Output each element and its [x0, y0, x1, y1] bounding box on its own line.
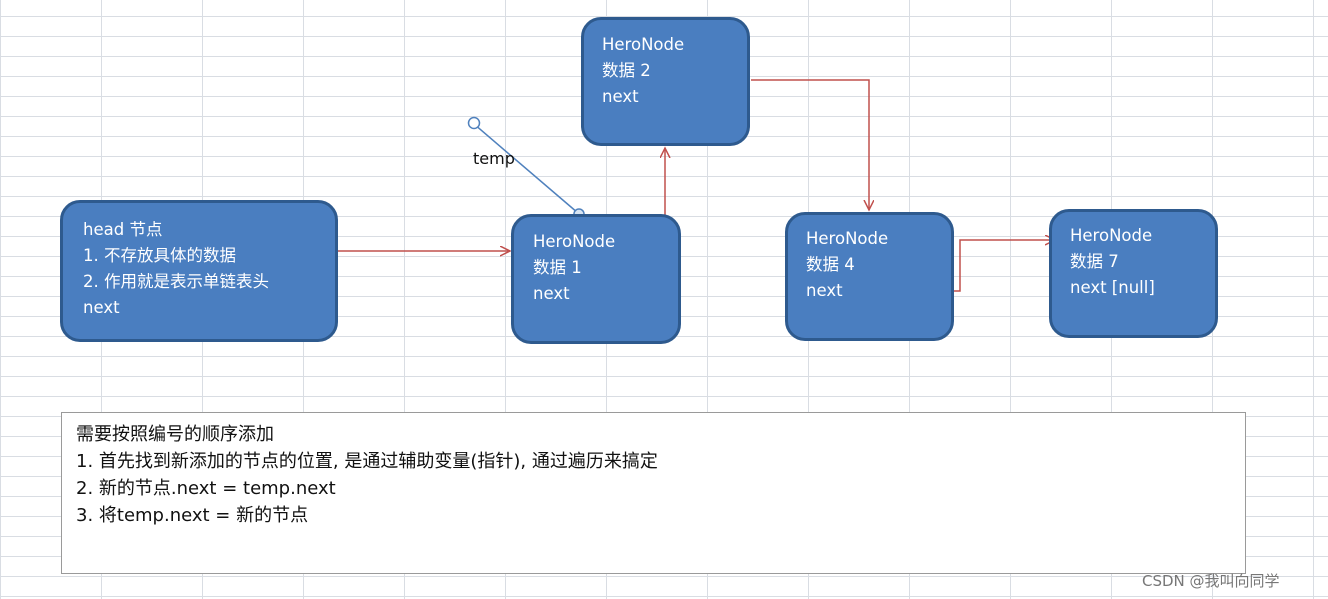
hero-node-4-next: next: [806, 281, 843, 300]
csdn-watermark: CSDN @我叫向同学: [1142, 572, 1280, 590]
hero-node-1-data: 数据 1: [533, 258, 582, 277]
hero-node-1-next: next: [533, 284, 570, 303]
hero-node-1-type: HeroNode: [533, 232, 616, 251]
head-node-next: next: [83, 298, 120, 317]
hero-node-2: HeroNode 数据 2 next: [581, 17, 750, 146]
temp-pointer: [467, 116, 585, 220]
hero-node-1: HeroNode 数据 1 next: [511, 214, 681, 344]
hero-node-4-type: HeroNode: [806, 229, 889, 248]
link-node2-to-node4: [751, 79, 869, 210]
hero-node-2-type: HeroNode: [602, 35, 685, 54]
hero-node-2-data: 数据 2: [602, 61, 651, 80]
head-node: head 节点 1. 不存放具体的数据 2. 作用就是表示单链表头 next: [60, 200, 338, 342]
temp-pointer-label: temp: [473, 149, 515, 168]
hero-node-2-next: next: [602, 87, 639, 106]
note-step-3: 3. 将temp.next = 新的节点: [76, 505, 309, 526]
head-node-desc-1: 1. 不存放具体的数据: [83, 246, 236, 265]
temp-pointer-start-handle: [467, 116, 481, 130]
note-heading: 需要按照编号的顺序添加: [76, 424, 274, 445]
note-step-1: 1. 首先找到新添加的节点的位置, 是通过辅助变量(指针), 通过遍历来搞定: [76, 451, 658, 472]
hero-node-7-data: 数据 7: [1070, 252, 1119, 271]
hero-node-7-type: HeroNode: [1070, 226, 1153, 245]
head-node-desc-2: 2. 作用就是表示单链表头: [83, 272, 269, 291]
note-step-2: 2. 新的节点.next = temp.next: [76, 478, 336, 499]
hero-node-4-data: 数据 4: [806, 255, 855, 274]
hero-node-7-next: next [null]: [1070, 278, 1155, 297]
note-textbox[interactable]: 需要按照编号的顺序添加 1. 首先找到新添加的节点的位置, 是通过辅助变量(指针…: [61, 412, 1246, 574]
hero-node-7: HeroNode 数据 7 next [null]: [1049, 209, 1218, 338]
hero-node-4: HeroNode 数据 4 next: [785, 212, 954, 341]
head-node-title: head 节点: [83, 220, 163, 239]
